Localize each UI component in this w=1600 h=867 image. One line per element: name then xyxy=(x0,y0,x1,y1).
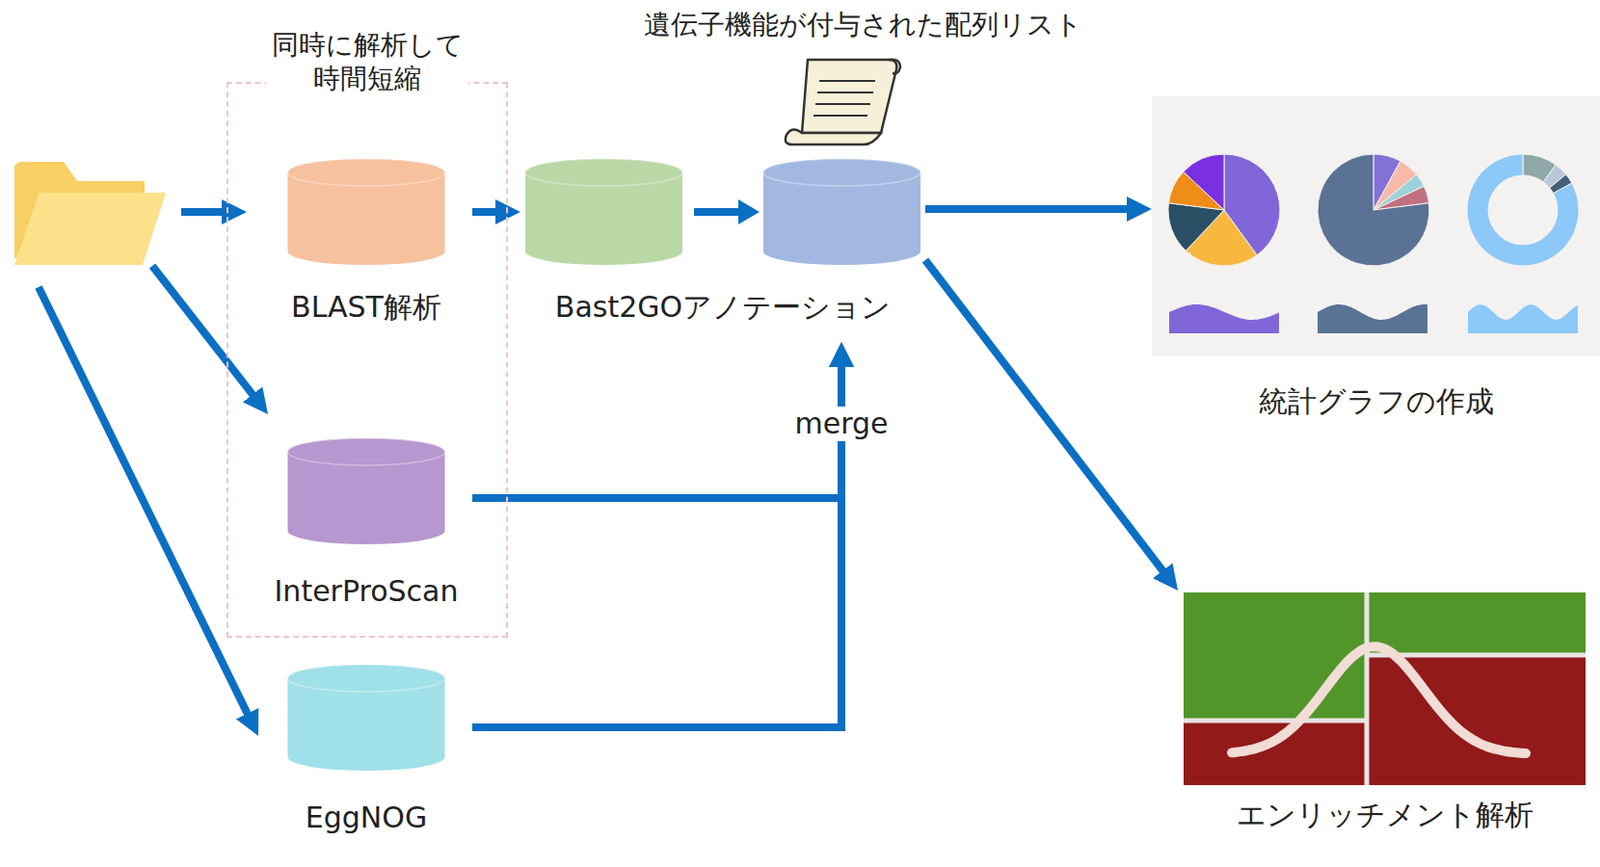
group-heading: 同時に解析して 時間短縮 xyxy=(266,27,469,96)
input-arrow xyxy=(181,208,232,216)
node-label: InterProScan xyxy=(274,573,459,611)
process-node: BLAST解析 xyxy=(260,154,473,333)
arrow-head xyxy=(472,342,842,499)
flow-connector xyxy=(925,260,1169,579)
node-illustration xyxy=(520,154,926,270)
arrow-head xyxy=(925,209,1152,211)
node-label: BLAST解析 xyxy=(291,289,442,326)
pie-chart xyxy=(1168,154,1280,267)
input-arrows xyxy=(38,212,268,737)
arrow-head xyxy=(738,199,760,225)
arrow-head xyxy=(472,212,521,214)
pie-chart xyxy=(1466,154,1579,267)
pie-slice xyxy=(1168,203,1225,252)
flow-connector xyxy=(925,205,1137,214)
panel-divider xyxy=(1183,592,1586,786)
process-node: EggNOG xyxy=(260,660,473,839)
node-illustration xyxy=(260,154,473,270)
wave-chart xyxy=(1467,304,1578,334)
database-cylinder xyxy=(763,159,921,266)
arrow-head xyxy=(152,266,268,415)
distribution-curve xyxy=(1231,646,1526,754)
chart-panel xyxy=(1151,96,1600,357)
arrow-head xyxy=(181,212,247,214)
scroll-icon xyxy=(785,59,901,145)
node-label: 統計グラフの作成 xyxy=(1258,383,1494,421)
process-node: エンリッチメント解析 xyxy=(1183,592,1586,839)
panel-cell xyxy=(1183,592,1367,721)
cylinder-top xyxy=(288,438,446,466)
cylinder-top xyxy=(288,665,446,693)
database-cylinder xyxy=(288,438,446,545)
cylinder-top xyxy=(763,159,921,187)
node-label: エンリッチメント解析 xyxy=(1236,797,1534,834)
arrow-head xyxy=(925,260,1178,591)
note-label: 遺伝子機能が付与された配列リスト xyxy=(643,7,1083,42)
process-node: 統計グラフの作成 xyxy=(1151,96,1600,439)
cylinder-top xyxy=(525,159,683,187)
group-box: 同時に解析して 時間短縮BLAST解析InterProScan xyxy=(226,81,508,639)
folder-icon xyxy=(14,161,166,266)
node-illustration xyxy=(260,433,473,550)
enrichment-panel xyxy=(1183,592,1586,786)
database-cylinder xyxy=(525,159,683,266)
pie-slice xyxy=(1466,154,1579,267)
database-cylinder xyxy=(288,159,446,266)
pie-slice xyxy=(1183,154,1225,211)
input-arrow xyxy=(152,266,259,402)
arrow-head xyxy=(38,287,259,737)
process-node: InterProScan xyxy=(260,433,473,617)
panel-cell xyxy=(1366,592,1586,656)
pie-slice xyxy=(1317,154,1430,267)
wave-chart xyxy=(1169,304,1280,334)
node-illustration xyxy=(260,660,473,776)
node-label: Bast2GOアノテーション xyxy=(555,289,891,326)
inner-arrow xyxy=(693,208,741,216)
input-arrow xyxy=(38,287,252,723)
arrow-head xyxy=(472,342,842,728)
flow-connector xyxy=(472,357,842,499)
flow-connector xyxy=(472,357,842,728)
node-illustration xyxy=(1151,96,1600,357)
wave-chart xyxy=(1317,304,1428,334)
pie-chart xyxy=(1317,154,1430,267)
cylinder-top xyxy=(288,159,446,187)
node-label: EggNOG xyxy=(305,800,427,837)
edge-label: merge xyxy=(792,406,892,442)
node-illustration xyxy=(1183,592,1586,786)
process-node: Bast2GOアノテーション xyxy=(520,154,926,343)
flow-connector xyxy=(472,208,506,216)
database-cylinder xyxy=(288,665,446,772)
